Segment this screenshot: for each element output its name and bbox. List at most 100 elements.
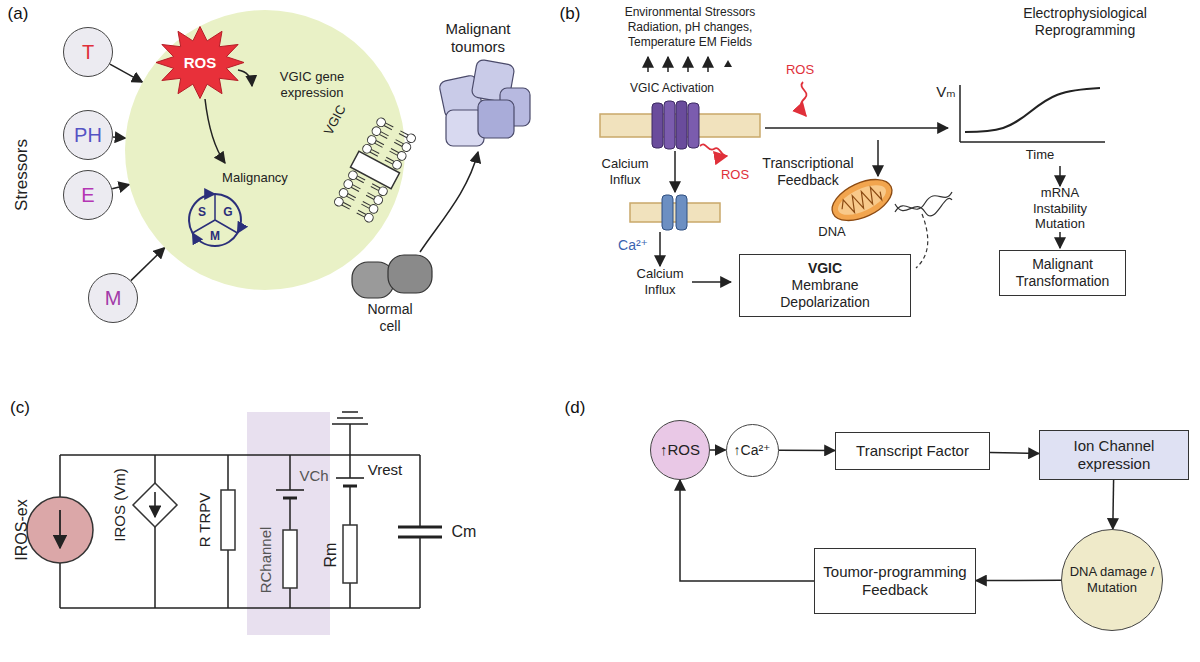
lipid-tail bbox=[343, 202, 351, 206]
lipid-tail bbox=[358, 210, 366, 214]
cell-illustration bbox=[125, 10, 405, 290]
process-box: Malignant Transformation bbox=[999, 250, 1126, 296]
node-text: Membrane Depolarization bbox=[748, 277, 902, 311]
process-box: VGICMembrane Depolarization bbox=[739, 254, 911, 317]
label: (a) bbox=[8, 4, 29, 24]
lipid-tail bbox=[357, 176, 365, 180]
lipid-tail bbox=[376, 140, 384, 144]
vgic-membrane bbox=[332, 116, 419, 225]
label: Calcium Influx bbox=[630, 266, 690, 297]
process-box: Ion Channel expression bbox=[1039, 430, 1189, 480]
lipid-tail bbox=[371, 149, 379, 153]
lipid-tail bbox=[385, 123, 393, 127]
label: DNA bbox=[818, 224, 845, 240]
node-text: S bbox=[198, 205, 206, 219]
connector-arrow bbox=[110, 64, 143, 82]
connector-arrow bbox=[112, 185, 129, 189]
stressor-circle: T bbox=[63, 27, 113, 77]
lipid-tail bbox=[372, 184, 380, 188]
flow-arrow bbox=[765, 127, 948, 129]
label: VGIC Activation bbox=[630, 81, 714, 95]
calcium-circle: ↑Ca²⁺ bbox=[726, 424, 779, 477]
cell-region: VGIC gene expressionMalignancyVGICROSSGM bbox=[125, 10, 405, 290]
lipid-tail bbox=[391, 148, 399, 152]
cell-cycle: SGM bbox=[185, 190, 245, 250]
node-text: M bbox=[105, 286, 122, 310]
node-text: VGIC gene expression bbox=[257, 69, 367, 100]
vm-graph bbox=[960, 85, 1105, 142]
resistor-symbol bbox=[221, 490, 357, 588]
label: Environmental Stressors bbox=[625, 5, 756, 19]
lipid-tail bbox=[352, 185, 360, 189]
ros-wave bbox=[801, 82, 807, 116]
tumour-cells bbox=[438, 59, 530, 146]
flow-arrow bbox=[674, 151, 676, 192]
label: Rm bbox=[321, 543, 340, 568]
dashed-link bbox=[916, 214, 928, 268]
node-text: E bbox=[81, 183, 94, 207]
label: Radiation, pH changes, bbox=[628, 20, 753, 34]
ground-symbol bbox=[332, 412, 368, 424]
current-source bbox=[27, 497, 93, 563]
stressor-circle: PH bbox=[63, 110, 113, 160]
label: ROS bbox=[786, 62, 814, 78]
process-box: Toumor-programming Feedback bbox=[814, 548, 976, 614]
label: mRNA Instability Mutation bbox=[1020, 185, 1100, 232]
ros-circle: ↑ROS bbox=[650, 420, 710, 480]
label: Ca²⁺ bbox=[618, 237, 648, 254]
normal-cells bbox=[352, 255, 432, 298]
ros-burst: ROS bbox=[155, 25, 245, 100]
node-text: G bbox=[223, 205, 232, 219]
connector-arrow bbox=[1112, 480, 1114, 529]
connector-arrow bbox=[113, 137, 126, 138]
label: Transcriptional Feedback bbox=[748, 155, 868, 189]
ros-star-shape bbox=[156, 27, 244, 99]
membrane-with-vgic bbox=[600, 101, 760, 149]
label: (b) bbox=[560, 4, 581, 24]
lipid-tail bbox=[400, 131, 408, 135]
lipid-tail bbox=[367, 193, 375, 197]
channel-highlight bbox=[247, 412, 330, 635]
stressor-circle: M bbox=[88, 273, 138, 323]
damage-circle: DNA damage / Mutation bbox=[1061, 529, 1163, 631]
calcium-channel bbox=[630, 195, 720, 230]
cycle-divider bbox=[193, 194, 238, 233]
lipid-head bbox=[375, 116, 387, 128]
label: VCh bbox=[299, 467, 328, 485]
dependent-source bbox=[133, 483, 177, 527]
channel-pore bbox=[350, 151, 399, 188]
transformation-arrow bbox=[420, 152, 478, 252]
dna-helix bbox=[895, 192, 952, 216]
node-text: ROS bbox=[184, 54, 217, 72]
node-text: VGIC bbox=[808, 260, 842, 277]
node-text: ↑ROS bbox=[660, 441, 700, 459]
capacitor-symbol bbox=[398, 527, 442, 537]
label: (d) bbox=[565, 398, 586, 418]
node-text: ↑Ca²⁺ bbox=[734, 442, 771, 459]
label: Vrest bbox=[368, 461, 402, 479]
process-box: Transcript Factor bbox=[835, 432, 990, 470]
flow-arrow bbox=[659, 232, 661, 266]
connector-arrow bbox=[680, 480, 814, 581]
label: RChannel bbox=[257, 527, 275, 594]
connector-arrow bbox=[131, 248, 165, 281]
node-text: PH bbox=[74, 123, 102, 147]
ros-arrow bbox=[205, 99, 225, 163]
flow-arrow bbox=[877, 140, 879, 176]
label: Calcium Influx bbox=[595, 156, 655, 187]
flow-arrow bbox=[1059, 166, 1061, 186]
label: Stressors bbox=[12, 139, 32, 211]
label: Temperature EM Fields bbox=[628, 35, 752, 49]
lipid-head bbox=[405, 132, 417, 144]
node-text: T bbox=[82, 40, 94, 64]
node-text: DNA damage / Mutation bbox=[1068, 564, 1156, 595]
label: Time bbox=[1026, 147, 1054, 163]
lipid-tail bbox=[386, 157, 394, 161]
stressor-arrows bbox=[648, 57, 732, 72]
node-text: Ion Channel expression bbox=[1048, 437, 1180, 473]
circuit-wires bbox=[60, 424, 420, 608]
connector-arrow bbox=[710, 449, 726, 451]
connector-arrow bbox=[779, 449, 836, 451]
label: (c) bbox=[10, 398, 30, 418]
